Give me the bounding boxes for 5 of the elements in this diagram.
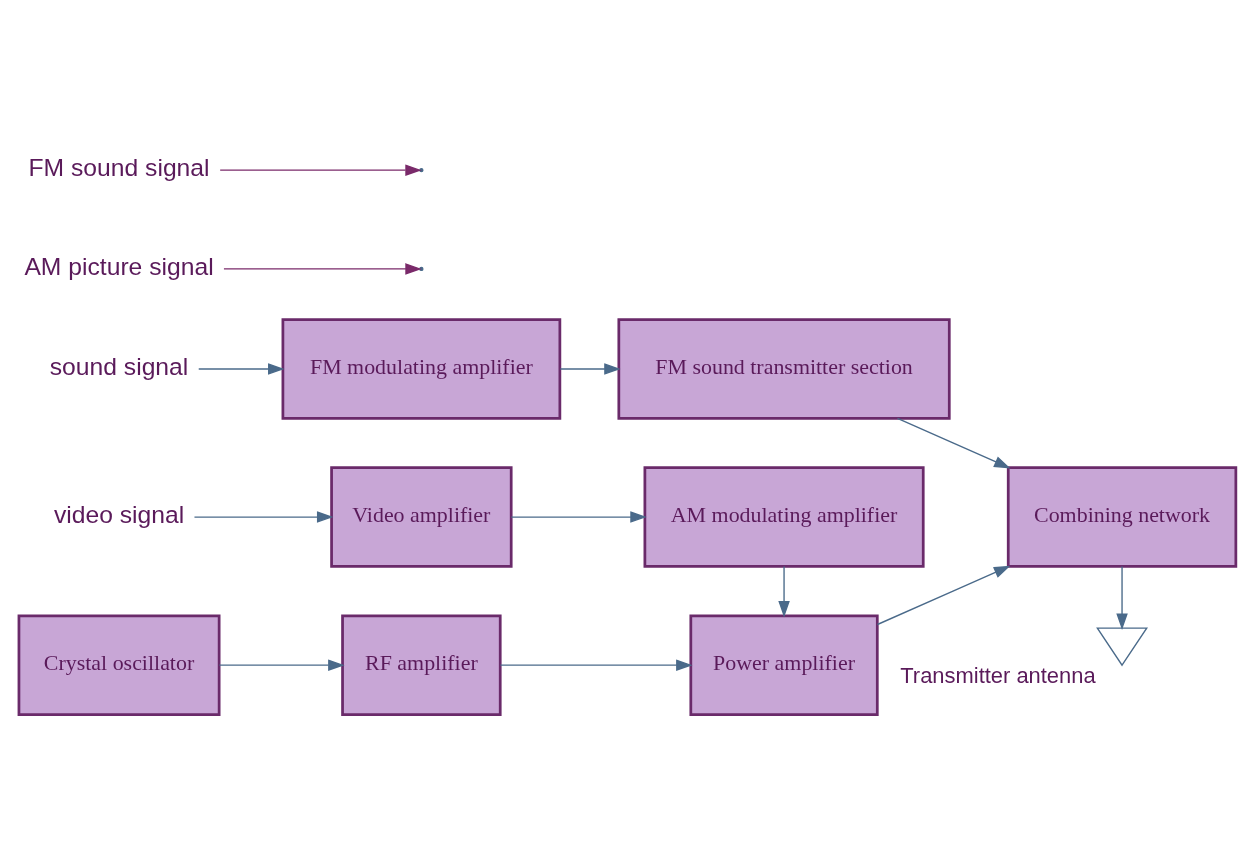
node-label: Transmitter antenna [900, 662, 1096, 688]
node-text: AM picture signal [24, 252, 214, 280]
node-text: sound signal [49, 353, 189, 381]
node-text: FM sound signal [28, 154, 210, 182]
node-text: video signal [53, 501, 185, 529]
